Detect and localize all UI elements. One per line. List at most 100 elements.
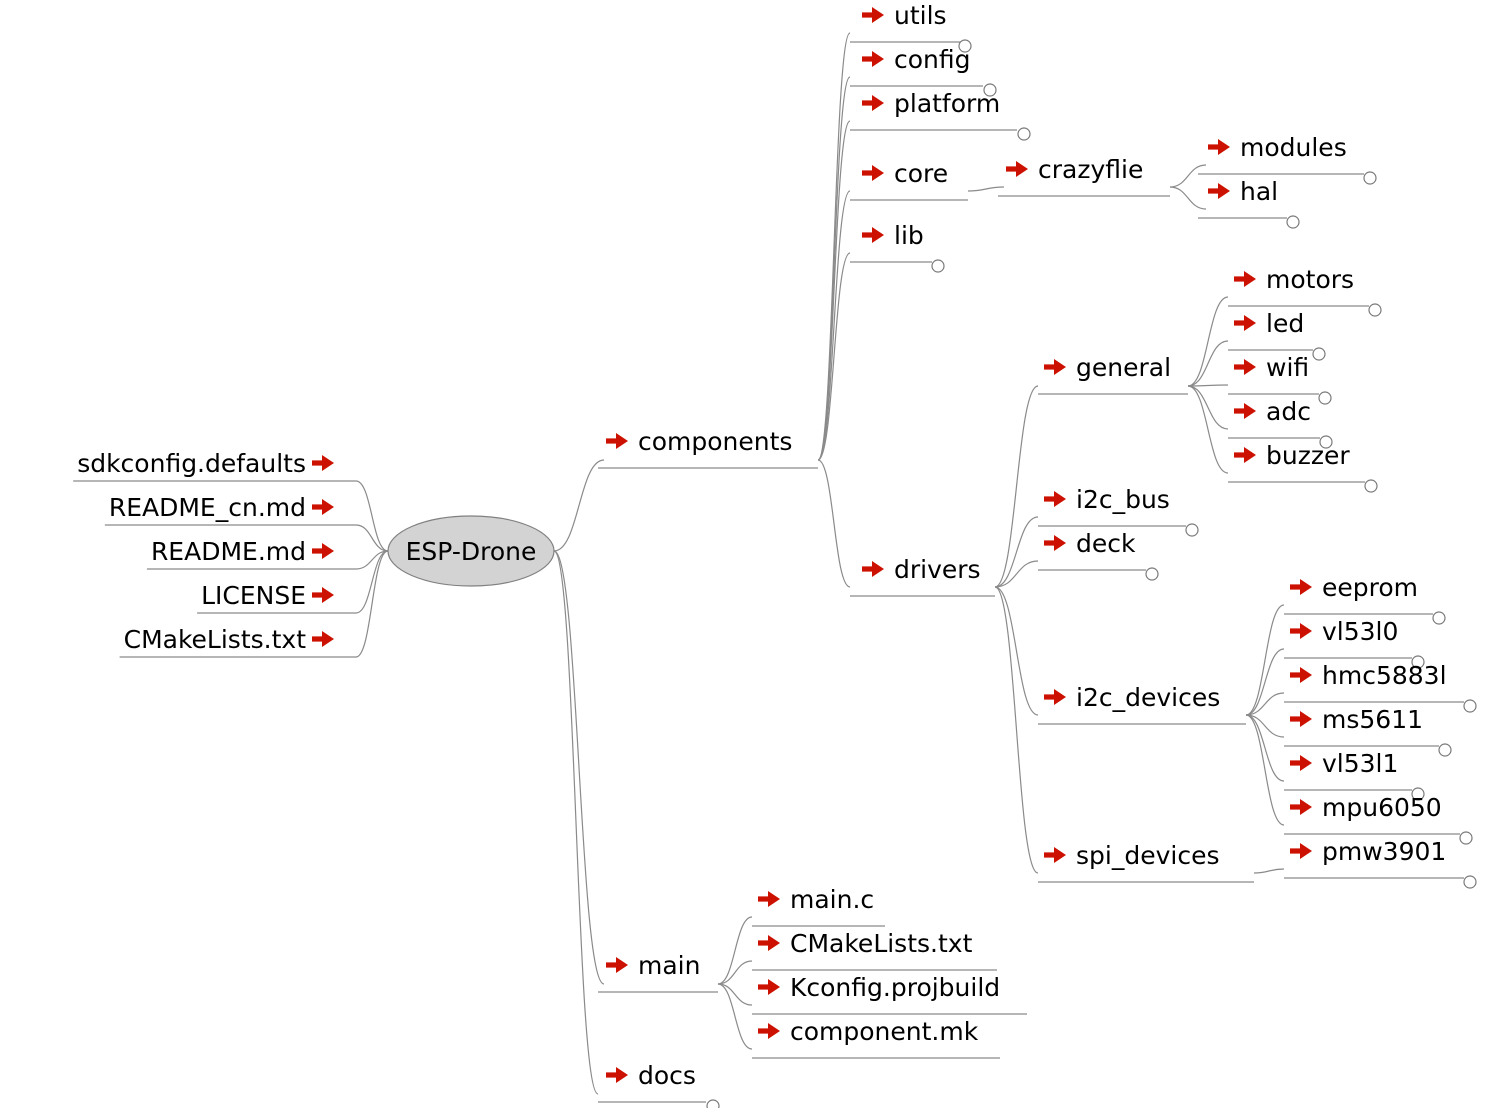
branch-connector (355, 550, 389, 658)
right-arrow-icon[interactable] (1290, 579, 1312, 595)
node-platform[interactable]: platform (862, 89, 1000, 118)
node-motors[interactable]: motors (1234, 265, 1354, 294)
node-vl53l1[interactable]: vl53l1 (1290, 749, 1398, 778)
node-kconfig-projbuild[interactable]: Kconfig.projbuild (758, 973, 1000, 1002)
node-buzzer[interactable]: buzzer (1234, 441, 1350, 470)
right-arrow-icon[interactable] (1290, 799, 1312, 815)
right-arrow-icon[interactable] (862, 165, 884, 181)
node-main[interactable]: main (606, 951, 700, 980)
fold-circle-icon[interactable] (983, 83, 997, 97)
node-modules[interactable]: modules (1208, 133, 1347, 162)
node-vl53l0[interactable]: vl53l0 (1290, 617, 1398, 646)
node-main-c[interactable]: main.c (758, 885, 874, 914)
right-arrow-icon[interactable] (1234, 271, 1256, 287)
node-config[interactable]: config (862, 45, 971, 74)
right-arrow-icon[interactable] (1208, 183, 1230, 199)
node-docs[interactable]: docs (606, 1061, 696, 1090)
fold-circle-icon[interactable] (1368, 303, 1382, 317)
right-arrow-icon[interactable] (1234, 403, 1256, 419)
node-eeprom[interactable]: eeprom (1290, 573, 1418, 602)
node-lib[interactable]: lib (862, 221, 924, 250)
fold-circle-icon[interactable] (1411, 655, 1425, 669)
right-arrow-icon[interactable] (1234, 359, 1256, 375)
node-component-mk[interactable]: component.mk (758, 1017, 979, 1046)
fold-circle-icon[interactable] (958, 39, 972, 53)
right-arrow-icon[interactable] (758, 935, 780, 951)
node-ms5611[interactable]: ms5611 (1290, 705, 1423, 734)
right-arrow-icon[interactable] (862, 51, 884, 67)
right-arrow-icon[interactable] (606, 433, 628, 449)
node-deck[interactable]: deck (1044, 529, 1136, 558)
right-arrow-icon[interactable] (312, 543, 334, 559)
node-core[interactable]: core (862, 159, 948, 188)
right-arrow-icon[interactable] (862, 561, 884, 577)
right-arrow-icon[interactable] (606, 1067, 628, 1083)
right-arrow-icon[interactable] (1044, 535, 1066, 551)
right-arrow-icon[interactable] (606, 957, 628, 973)
right-arrow-icon[interactable] (1006, 161, 1028, 177)
node-led[interactable]: led (1234, 309, 1304, 338)
node-hal[interactable]: hal (1208, 177, 1278, 206)
branch-connector (994, 586, 1039, 874)
fold-circle-icon[interactable] (1363, 171, 1377, 185)
node-hmc5883l[interactable]: hmc5883l (1290, 661, 1447, 690)
right-arrow-icon[interactable] (1290, 843, 1312, 859)
node-adc[interactable]: adc (1234, 397, 1311, 426)
node-mpu6050[interactable]: mpu6050 (1290, 793, 1442, 822)
right-arrow-icon[interactable] (1290, 711, 1312, 727)
fold-circle-icon[interactable] (1463, 699, 1477, 713)
right-arrow-icon[interactable] (1290, 755, 1312, 771)
right-arrow-icon[interactable] (862, 227, 884, 243)
node-license[interactable]: LICENSE (201, 581, 334, 610)
right-arrow-icon[interactable] (1290, 623, 1312, 639)
fold-circle-icon[interactable] (931, 259, 945, 273)
right-arrow-icon[interactable] (758, 979, 780, 995)
right-arrow-icon[interactable] (312, 631, 334, 647)
node-readme-md[interactable]: README.md (151, 537, 334, 566)
right-arrow-icon[interactable] (1044, 491, 1066, 507)
node-general[interactable]: general (1044, 353, 1171, 382)
node-utils[interactable]: utils (862, 1, 947, 30)
right-arrow-icon[interactable] (1234, 447, 1256, 463)
node-i2c-devices[interactable]: i2c_devices (1044, 683, 1220, 712)
right-arrow-icon[interactable] (312, 499, 334, 515)
right-arrow-icon[interactable] (1290, 667, 1312, 683)
fold-circle-icon[interactable] (1459, 831, 1473, 845)
fold-circle-icon[interactable] (1319, 435, 1333, 449)
fold-circle-icon[interactable] (1463, 875, 1477, 889)
right-arrow-icon[interactable] (1044, 359, 1066, 375)
right-arrow-icon[interactable] (312, 455, 334, 471)
fold-circle-icon[interactable] (1145, 567, 1159, 581)
fold-circle-icon[interactable] (1017, 127, 1031, 141)
node-crazyflie[interactable]: crazyflie (1006, 155, 1143, 184)
node-readme-cn-md[interactable]: README_cn.md (109, 493, 334, 522)
fold-circle-icon[interactable] (1438, 743, 1452, 757)
node-wifi[interactable]: wifi (1234, 353, 1309, 382)
fold-circle-icon[interactable] (1312, 347, 1326, 361)
fold-circle-icon[interactable] (1411, 787, 1425, 801)
node-components[interactable]: components (606, 427, 792, 456)
fold-circle-icon[interactable] (1364, 479, 1378, 493)
right-arrow-icon[interactable] (862, 7, 884, 23)
fold-circle-icon[interactable] (1286, 215, 1300, 229)
right-arrow-icon[interactable] (1208, 139, 1230, 155)
right-arrow-icon[interactable] (758, 1023, 780, 1039)
node-pmw3901[interactable]: pmw3901 (1290, 837, 1446, 866)
right-arrow-icon[interactable] (1234, 315, 1256, 331)
right-arrow-icon[interactable] (1044, 847, 1066, 863)
root-node[interactable]: ESP-Drone (387, 515, 555, 587)
node-cmakelists-txt[interactable]: CMakeLists.txt (758, 929, 973, 958)
fold-circle-icon[interactable] (1432, 611, 1446, 625)
right-arrow-icon[interactable] (758, 891, 780, 907)
right-arrow-icon[interactable] (1044, 689, 1066, 705)
node-cmakelists-txt[interactable]: CMakeLists.txt (124, 625, 334, 654)
right-arrow-icon[interactable] (312, 587, 334, 603)
right-arrow-icon[interactable] (862, 95, 884, 111)
node-i2c-bus[interactable]: i2c_bus (1044, 485, 1170, 514)
node-spi-devices[interactable]: spi_devices (1044, 841, 1219, 870)
fold-circle-icon[interactable] (1185, 523, 1199, 537)
fold-circle-icon[interactable] (706, 1099, 720, 1108)
node-drivers[interactable]: drivers (862, 555, 981, 584)
node-sdkconfig-defaults[interactable]: sdkconfig.defaults (77, 449, 334, 478)
fold-circle-icon[interactable] (1318, 391, 1332, 405)
